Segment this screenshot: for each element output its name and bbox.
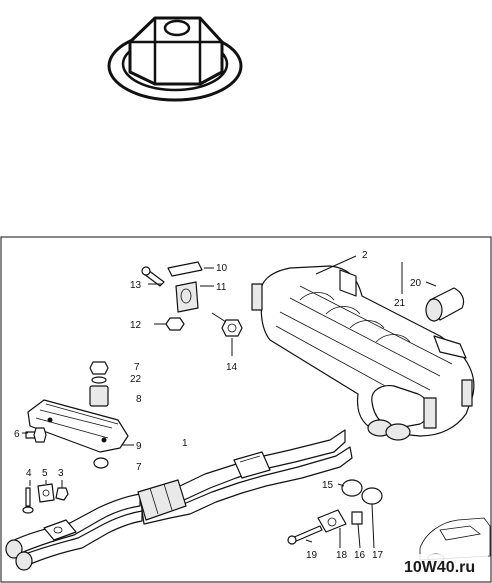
nut-12 — [165, 317, 185, 331]
tailpipe-trim — [425, 287, 465, 322]
heat-shield — [27, 399, 129, 453]
clamp-hardware — [22, 427, 69, 514]
callout-7-upper: 7 — [134, 362, 140, 373]
hex-nut-with-washer-icon — [107, 16, 243, 102]
callout-14: 14 — [226, 362, 238, 373]
callout-labels: 1 2 3 4 5 6 7 7 8 9 10 11 12 13 14 15 16… — [14, 250, 422, 561]
callout-1: 1 — [182, 438, 188, 449]
center-pipe — [137, 429, 353, 525]
callout-5: 5 — [42, 468, 48, 479]
bolt-13 — [141, 266, 165, 287]
leader-lines — [22, 255, 437, 549]
callout-16: 16 — [354, 550, 366, 561]
callout-11: 11 — [216, 282, 227, 293]
exhaust-system-icon — [5, 261, 475, 571]
callout-12: 12 — [130, 320, 142, 331]
rubber-mount — [89, 361, 109, 469]
front-pipe — [5, 493, 143, 571]
callout-3: 3 — [58, 468, 64, 479]
diagram-frame — [0, 236, 492, 583]
watermark-logo: 10W40.ru — [402, 554, 488, 578]
callout-22: 22 — [130, 374, 142, 385]
callout-17: 17 — [372, 550, 384, 561]
watermark-text: 10W40.ru — [404, 559, 475, 576]
hanger-bracket — [167, 261, 203, 313]
callout-7-lower: 7 — [136, 462, 142, 473]
clamp-rings — [287, 479, 383, 545]
callout-10: 10 — [216, 263, 228, 274]
callout-8: 8 — [136, 394, 142, 405]
callout-15: 15 — [322, 480, 334, 491]
callout-19: 19 — [306, 550, 318, 561]
callout-6: 6 — [14, 429, 20, 440]
callout-9: 9 — [136, 441, 142, 452]
callout-2: 2 — [362, 250, 368, 261]
callout-4: 4 — [26, 468, 32, 479]
rubber-ring-14 — [221, 319, 243, 337]
callout-18: 18 — [336, 550, 348, 561]
callout-13: 13 — [130, 280, 142, 291]
callout-21: 21 — [394, 298, 406, 309]
callout-20: 20 — [410, 278, 422, 289]
rear-muffler — [251, 265, 475, 441]
